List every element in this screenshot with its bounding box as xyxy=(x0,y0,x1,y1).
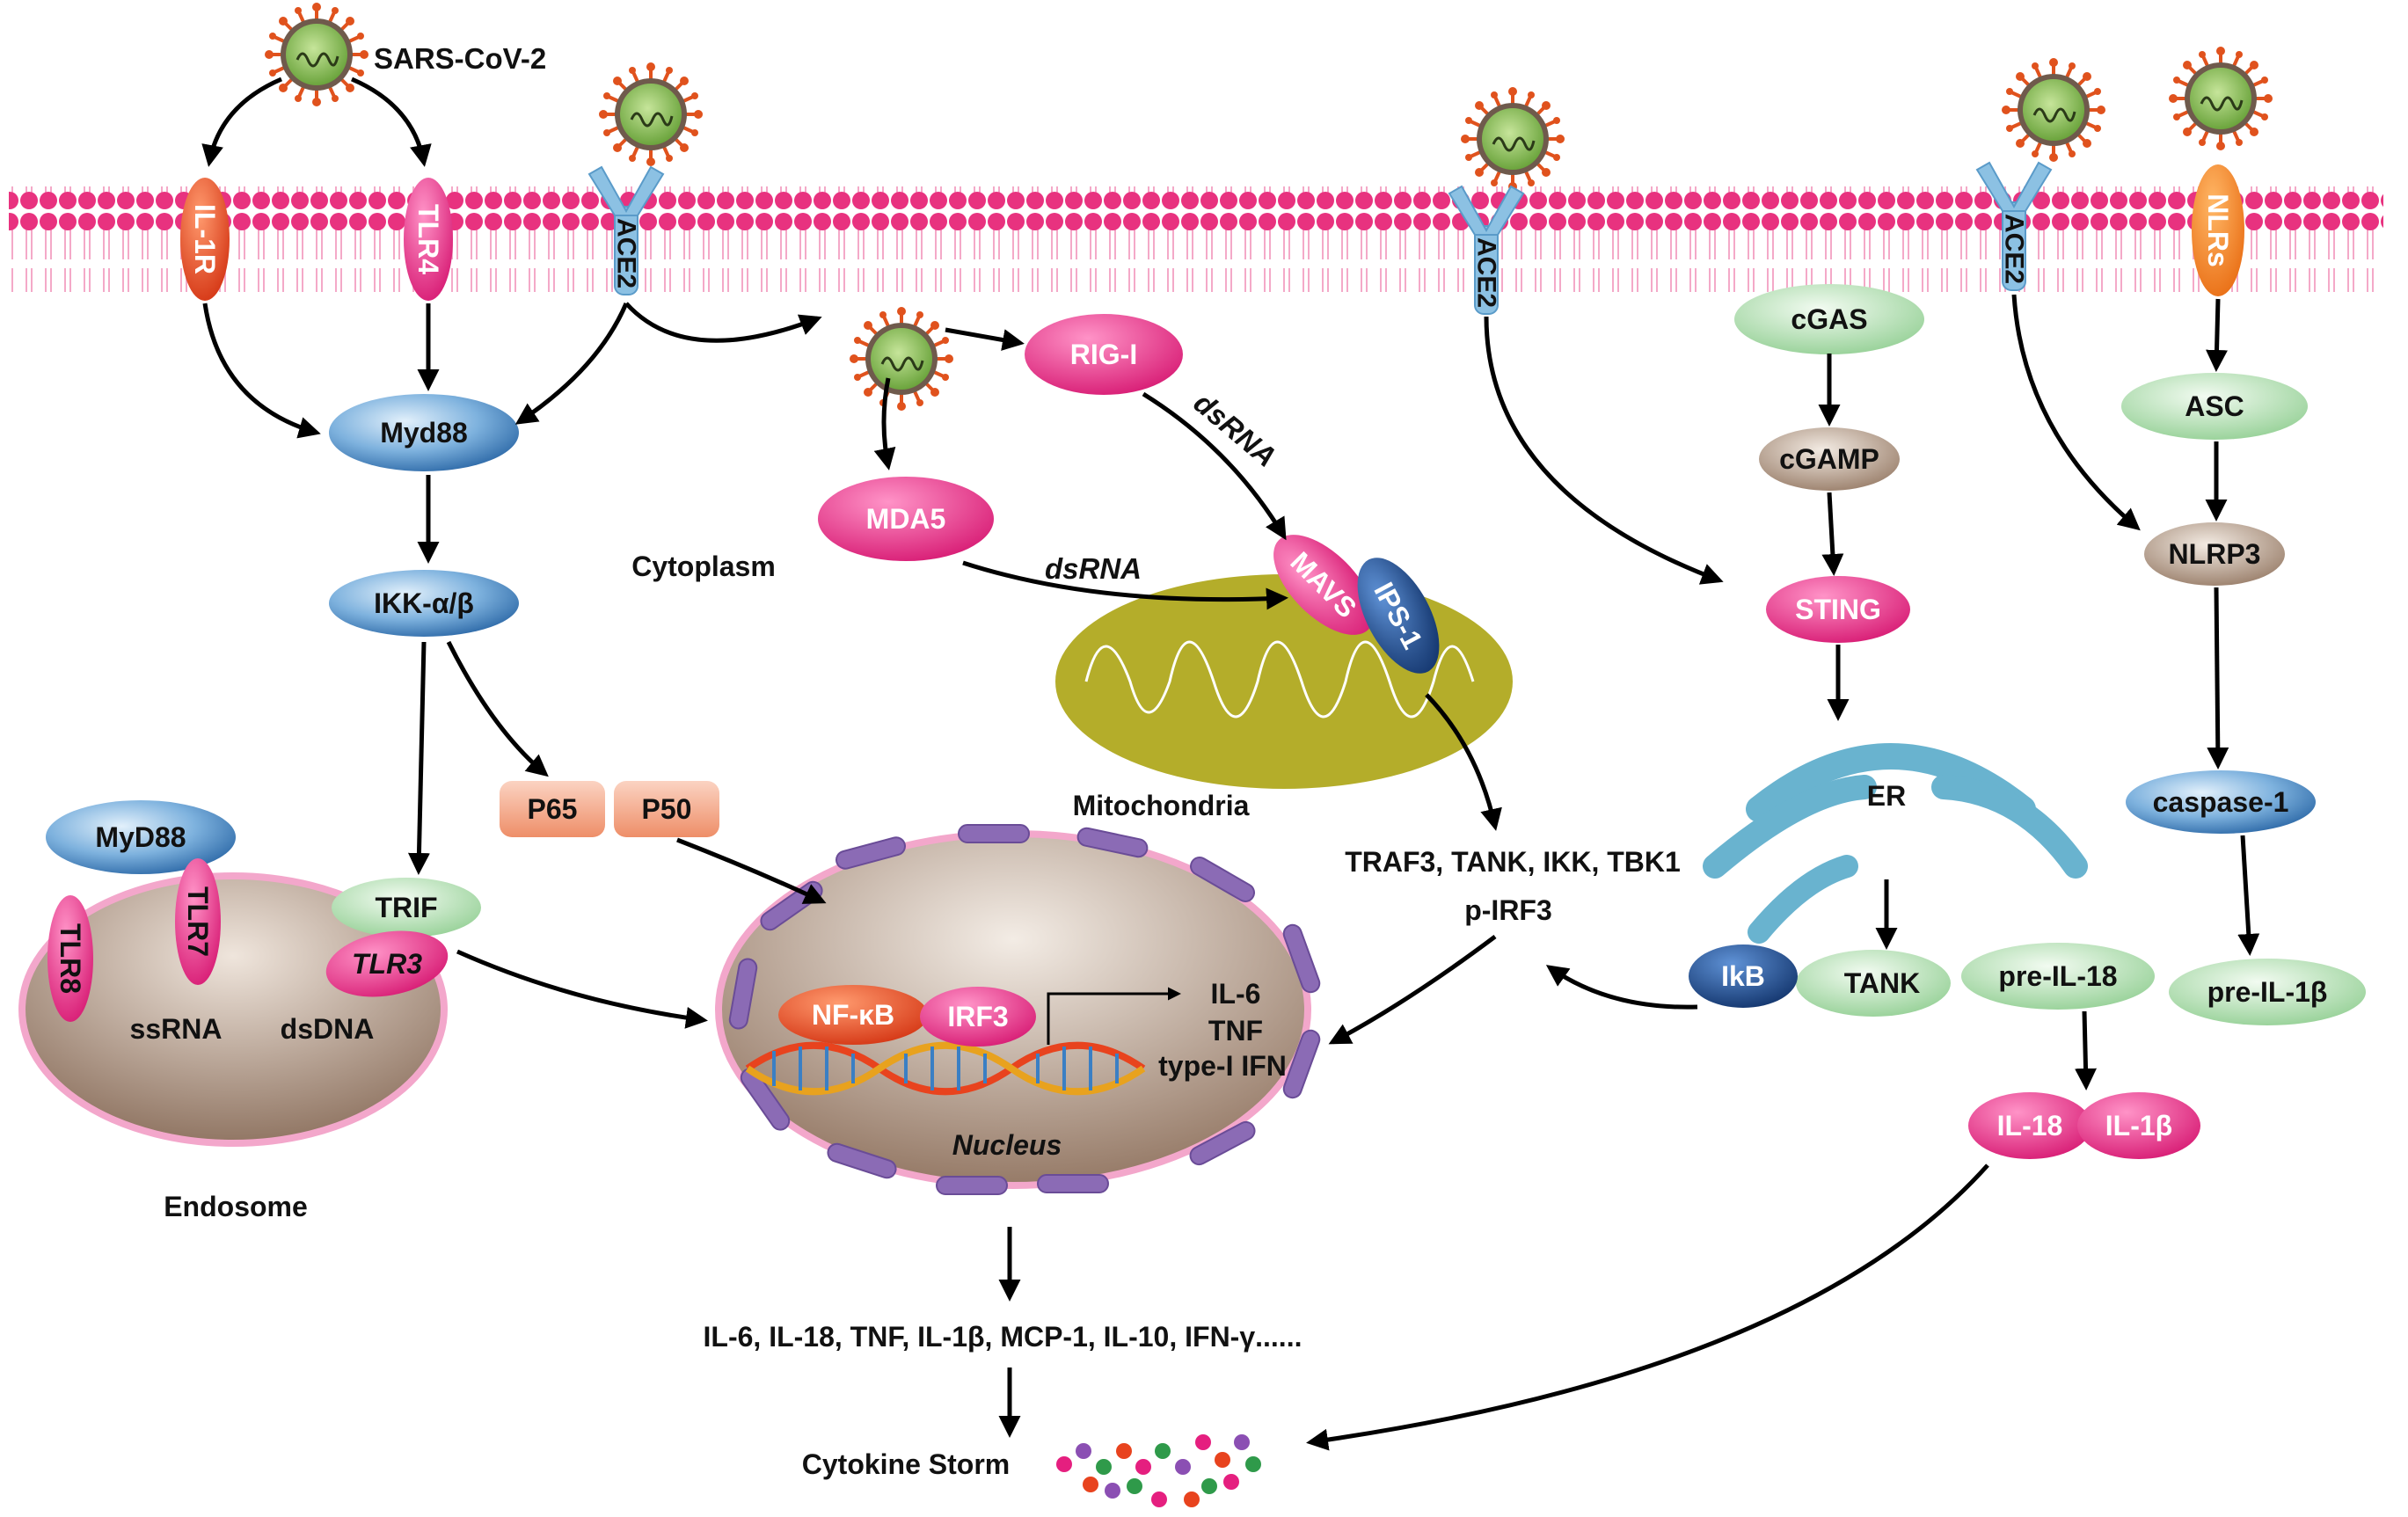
traf-complex-label: TRAF3, TANK, IKK, TBK1 xyxy=(1345,846,1681,878)
svg-text:NF-κB: NF-κB xyxy=(812,999,894,1031)
svg-text:P50: P50 xyxy=(642,793,692,825)
svg-text:IkB: IkB xyxy=(1721,960,1765,992)
il-1b-node: IL-1β xyxy=(2077,1092,2200,1159)
svg-text:ASC: ASC xyxy=(2185,390,2244,422)
virus-icon xyxy=(2000,56,2107,164)
svg-text:caspase-1: caspase-1 xyxy=(2153,786,2289,818)
nfkb-node: NF-κB xyxy=(778,985,928,1045)
virus-icon xyxy=(263,1,370,108)
cgamp-node: cGAMP xyxy=(1759,427,1900,491)
dsrna-label: dsRNA xyxy=(1188,386,1283,473)
virus-label: SARS-CoV-2 xyxy=(374,42,546,75)
il1r-receptor: IL-1R xyxy=(180,178,230,301)
ace2-receptor: ACE2 xyxy=(1976,162,2052,291)
virus-icon xyxy=(848,305,955,412)
cytokine-list: IL-6, IL-18, TNF, IL-1β, MCP-1, IL-10, I… xyxy=(704,1321,1303,1353)
svg-text:cGAMP: cGAMP xyxy=(1779,443,1879,475)
virus-icon xyxy=(2167,45,2274,152)
il-18-node: IL-18 xyxy=(1968,1092,2091,1159)
mitochondria xyxy=(1055,574,1513,789)
nlrs-receptor: NLRs xyxy=(2192,164,2244,296)
svg-text:IL-18: IL-18 xyxy=(1997,1110,2063,1141)
svg-text:TLR4: TLR4 xyxy=(412,204,444,274)
cgas-node: cGAS xyxy=(1734,284,1924,354)
svg-text:MyD88: MyD88 xyxy=(95,821,186,853)
svg-text:cGAS: cGAS xyxy=(1791,303,1867,335)
transcription-arrow xyxy=(1047,987,1181,1045)
pre-il-18-node: pre-IL-18 xyxy=(1961,943,2155,1010)
endosome-label: Endosome xyxy=(164,1191,308,1222)
ips1-node: IPS-1 xyxy=(1357,558,1440,674)
svg-text:ACE2: ACE2 xyxy=(612,218,641,288)
p65-node: P65 xyxy=(500,781,605,837)
irf3-node: IRF3 xyxy=(920,987,1036,1047)
ace2-receptor: ACE2 xyxy=(588,166,664,295)
svg-text:RIG-I: RIG-I xyxy=(1070,339,1137,370)
rig-i-node: RIG-I xyxy=(1025,314,1183,395)
gene-label: TNF xyxy=(1208,1015,1263,1047)
svg-text:P65: P65 xyxy=(528,793,578,825)
svg-text:IKK-α/β: IKK-α/β xyxy=(374,587,474,619)
endosome-myd88-node: MyD88 xyxy=(46,800,236,874)
svg-text:IRF3: IRF3 xyxy=(947,1001,1008,1032)
svg-text:TLR8: TLR8 xyxy=(55,923,86,994)
tlr3-node: TLR3 xyxy=(325,930,449,997)
mitochondria-label: Mitochondria xyxy=(1073,790,1250,821)
gene-label: type-I IFN xyxy=(1158,1050,1287,1082)
caspase-1-node: caspase-1 xyxy=(2126,770,2316,834)
p-irf3-label: p-IRF3 xyxy=(1464,894,1552,926)
svg-text:pre-IL-1β: pre-IL-1β xyxy=(2207,976,2328,1008)
svg-text:TLR3: TLR3 xyxy=(352,948,422,980)
svg-text:dsDNA: dsDNA xyxy=(281,1013,375,1045)
svg-text:ACE2: ACE2 xyxy=(2000,214,2029,284)
p50-node: P50 xyxy=(614,781,719,837)
tlr8-node: TLR8 xyxy=(47,895,93,1022)
svg-text:NLRP3: NLRP3 xyxy=(2169,538,2261,570)
tlr7-node: TLR7 xyxy=(175,858,221,985)
mda5-node: MDA5 xyxy=(818,477,994,561)
svg-text:TLR7: TLR7 xyxy=(182,886,214,957)
svg-text:pre-IL-18: pre-IL-18 xyxy=(1998,960,2117,992)
dna-helix-icon xyxy=(745,1041,1146,1096)
tlr4-receptor: TLR4 xyxy=(404,178,453,301)
nlrp3-node: NLRP3 xyxy=(2144,522,2285,586)
pre-il-1b-node: pre-IL-1β xyxy=(2169,959,2366,1025)
svg-text:MDA5: MDA5 xyxy=(866,503,946,535)
er-label: ER xyxy=(1867,780,1906,812)
tank-node: TANK xyxy=(1796,950,1951,1017)
pathway-arrows xyxy=(201,77,2260,1451)
endosome: ssRNA dsDNA xyxy=(18,872,448,1147)
svg-text:IL-1β: IL-1β xyxy=(2105,1110,2172,1141)
virus-icon xyxy=(597,61,704,168)
virus-icon xyxy=(1459,85,1566,193)
dsrna-label: dsRNA xyxy=(1045,552,1142,585)
myd88-node: Myd88 xyxy=(329,394,519,471)
asc-node: ASC xyxy=(2121,373,2308,440)
ace2-receptor: ACE2 xyxy=(1448,186,1524,315)
er-organelle xyxy=(1703,743,2088,944)
cytokine-dots-icon xyxy=(1056,1434,1261,1507)
ikb-node: IkB xyxy=(1689,944,1798,1008)
cytokine-storm-label: Cytokine Storm xyxy=(802,1448,1010,1480)
svg-text:TRIF: TRIF xyxy=(375,892,437,923)
svg-text:TANK: TANK xyxy=(1844,967,1921,999)
svg-text:ACE2: ACE2 xyxy=(1472,237,1501,308)
svg-text:Myd88: Myd88 xyxy=(380,417,468,449)
svg-text:Nucleus: Nucleus xyxy=(952,1129,1062,1161)
ikk-node: IKK-α/β xyxy=(329,570,519,637)
svg-text:ssRNA: ssRNA xyxy=(130,1013,223,1045)
svg-text:STING: STING xyxy=(1795,594,1881,625)
sting-node: STING xyxy=(1766,576,1910,643)
svg-text:NLRs: NLRs xyxy=(2202,193,2234,267)
gene-label: IL-6 xyxy=(1211,978,1261,1010)
svg-text:IL-1R: IL-1R xyxy=(189,204,221,274)
cytoplasm-label: Cytoplasm xyxy=(631,551,776,582)
trif-node: TRIF xyxy=(332,878,481,937)
